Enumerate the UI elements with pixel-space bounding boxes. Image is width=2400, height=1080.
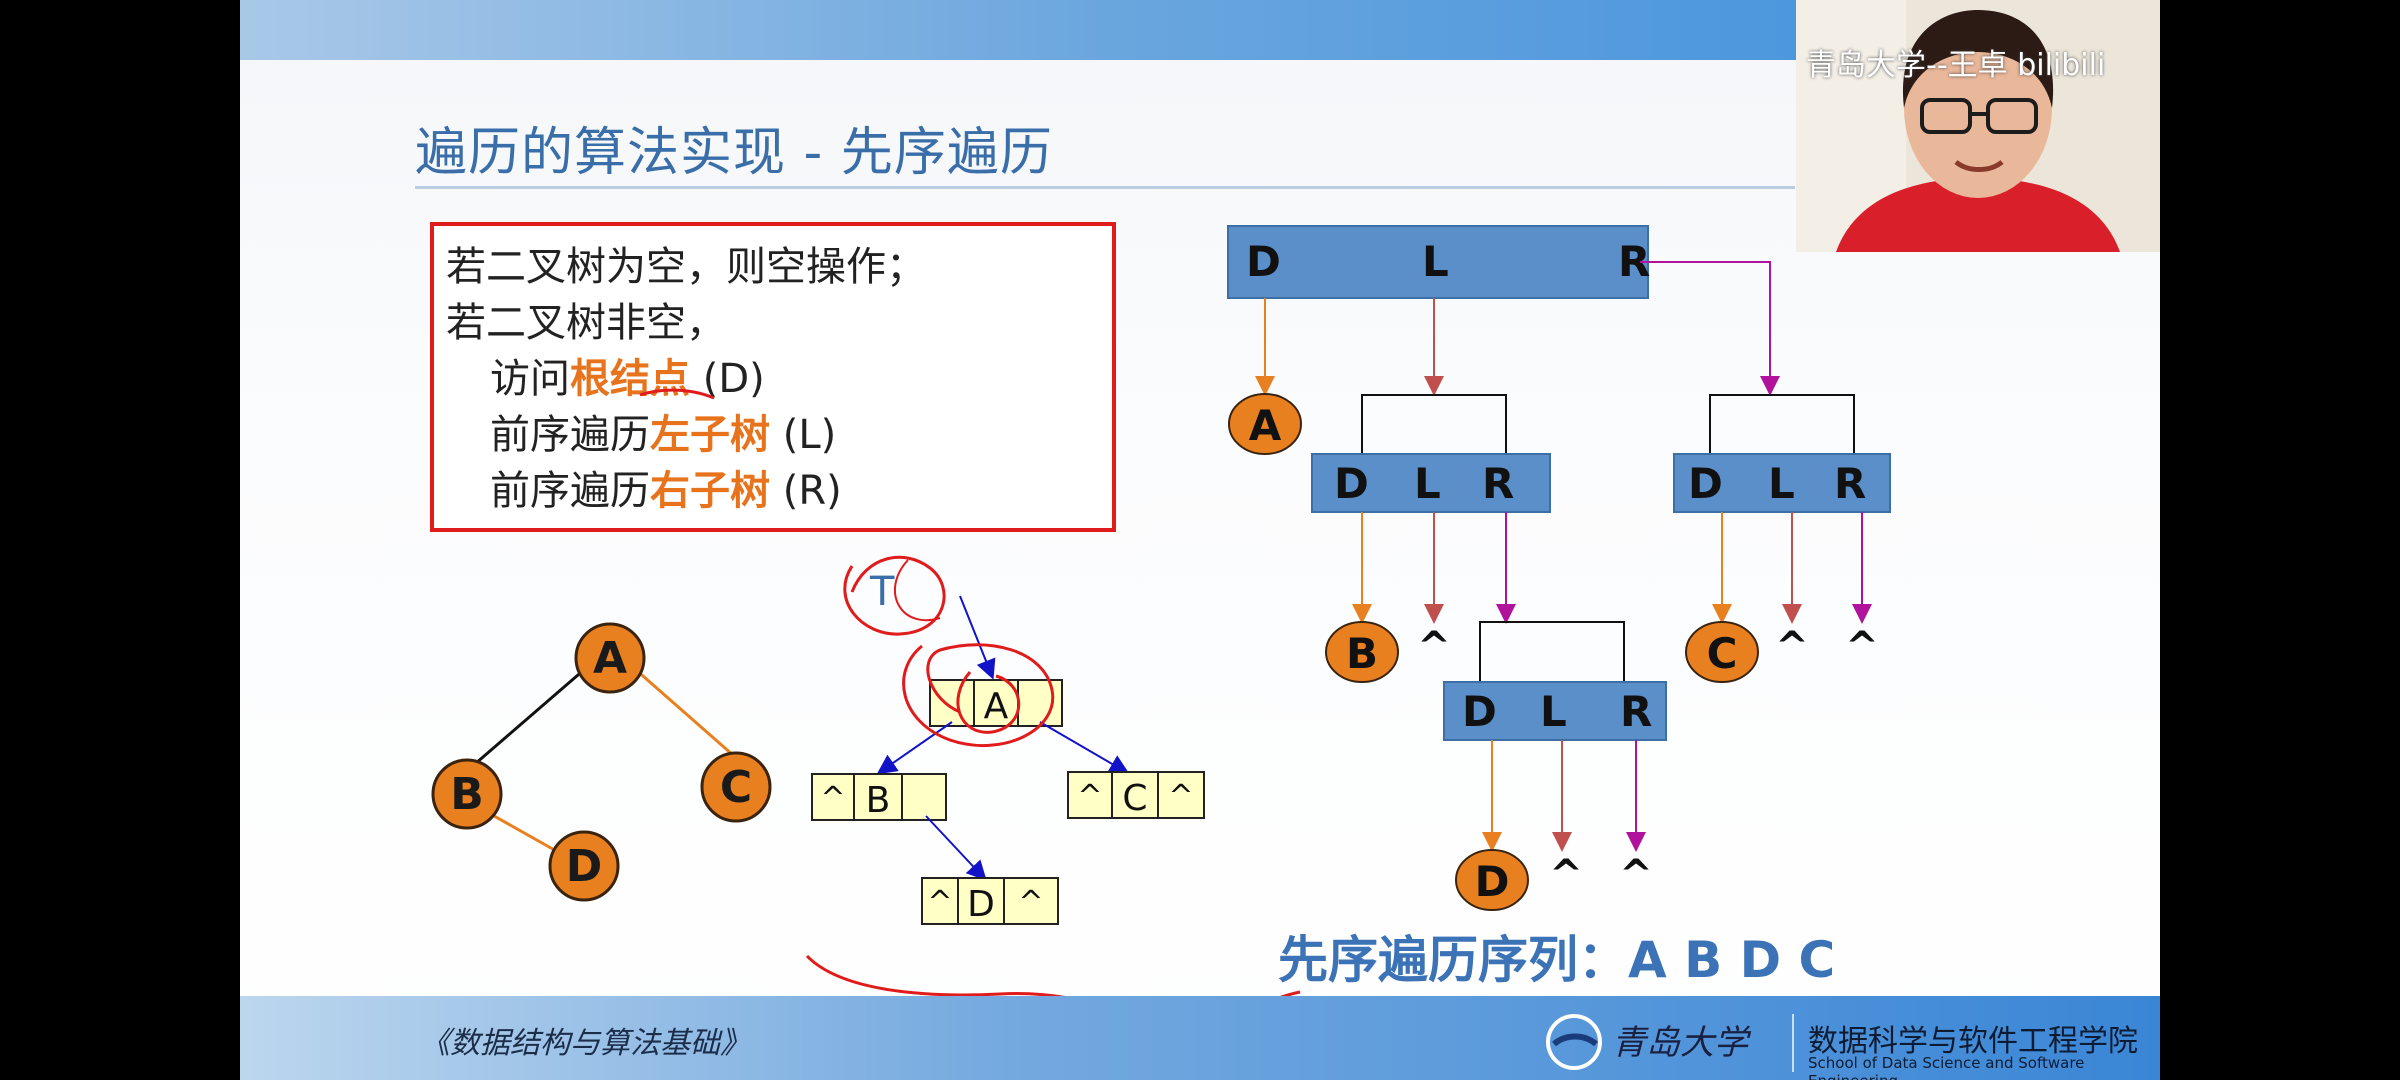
- algo-line-3: 访问根结点 (D): [490, 346, 765, 404]
- visit-a-label: A: [1249, 401, 1282, 450]
- bracket-left-subtree: [1361, 394, 1507, 454]
- linked-node-d-null-right: ^: [1018, 885, 1043, 920]
- tree-edge-a-c: [626, 660, 751, 772]
- algo-line-5-pre: 前序遍历: [490, 468, 650, 514]
- algo-line-3-post: (D): [690, 356, 765, 402]
- visit-node-d: D: [1455, 849, 1529, 911]
- binary-tree: A B C D: [431, 622, 772, 902]
- tree-node-c-label: C: [720, 762, 752, 813]
- linked-node-d-label: D: [967, 884, 995, 925]
- null-bright-r: ^: [1619, 852, 1653, 898]
- algo-line-4-post: (L): [770, 412, 837, 458]
- visit-b-label: B: [1346, 629, 1378, 678]
- preorder-sequence: 先序遍历序列：A B D C: [1278, 931, 1836, 989]
- null-bright-l: ^: [1549, 852, 1583, 898]
- linked-node-a: A: [929, 679, 1063, 727]
- dlr-box-left: D L R: [1311, 453, 1551, 513]
- tree-node-b: B: [431, 758, 503, 830]
- university-logo: 青岛大学: [1546, 1014, 1752, 1070]
- algo-line-4-pre: 前序遍历: [490, 412, 650, 458]
- algorithm-box: 若二叉树为空，则空操作； 若二叉树非空， 访问根结点 (D) 前序遍历左子树 (…: [430, 222, 1116, 532]
- tree-edge-a-b: [467, 660, 594, 772]
- linked-node-b: ^ B: [811, 773, 947, 821]
- visit-d-label: D: [1475, 857, 1510, 906]
- linked-node-c-null-left: ^: [1077, 779, 1102, 814]
- bright-d: D: [1462, 687, 1497, 736]
- watermark-author: 青岛大学--王卓: [1806, 48, 2008, 83]
- ink-circle-a: [902, 643, 1055, 748]
- slide-title: 遍历的算法实现 - 先序遍历: [415, 123, 1053, 183]
- root-d: D: [1246, 237, 1281, 286]
- linked-node-c: ^ C ^: [1067, 771, 1205, 819]
- video-watermark: 青岛大学--王卓 bilibili: [1806, 40, 2105, 84]
- right-d: D: [1688, 459, 1723, 508]
- visit-c-label: C: [1707, 629, 1738, 678]
- title-divider: [415, 186, 1795, 189]
- bilibili-logo: bilibili: [2017, 48, 2106, 83]
- null-right-r: ^: [1845, 624, 1879, 670]
- bright-r: R: [1620, 687, 1652, 736]
- tree-node-c: C: [700, 751, 772, 823]
- null-right-l: ^: [1775, 624, 1809, 670]
- recursion-diagram: D L R A D L R D L R: [1227, 225, 1891, 911]
- pointer-t-to-a: [959, 595, 996, 680]
- algo-line-5: 前序遍历右子树 (R): [490, 458, 842, 516]
- dlr-box-b-right: D L R: [1443, 681, 1667, 741]
- visit-node-b: B: [1325, 621, 1399, 683]
- tree-node-d-label: D: [566, 841, 603, 892]
- algo-line-2: 若二叉树非空，: [446, 300, 726, 346]
- school-name-cn: 数据科学与软件工程学院: [1808, 1024, 2138, 1059]
- algo-line-3-pre: 访问: [490, 356, 570, 402]
- tree-node-b-label: B: [450, 769, 484, 820]
- tree-node-d: D: [548, 830, 620, 902]
- linked-node-d-null-left: ^: [927, 885, 952, 920]
- ink-underline-root: [639, 388, 715, 400]
- left-r: R: [1482, 459, 1514, 508]
- bracket-b-right-subtree: [1479, 621, 1625, 682]
- arrow-root-r: [1640, 261, 1780, 396]
- pointer-b-to-d: [925, 815, 987, 881]
- ink-circle-t: [843, 555, 946, 636]
- left-d: D: [1334, 459, 1369, 508]
- webcam-overlay: [1796, 0, 2160, 252]
- tree-node-a-label: A: [593, 633, 627, 684]
- pointer-a-to-b: [876, 721, 953, 775]
- visit-node-c: C: [1685, 621, 1759, 683]
- linked-node-c-label: C: [1122, 778, 1147, 819]
- visit-node-a: A: [1228, 393, 1302, 455]
- bright-l: L: [1540, 687, 1567, 736]
- presenter-video: [1796, 0, 2160, 252]
- algo-right-subtree-highlight: 右子树: [650, 468, 770, 514]
- dlr-box-root: D L R: [1227, 225, 1650, 299]
- algo-line-1: 若二叉树为空，则空操作；: [446, 244, 926, 290]
- linked-node-b-null-left: ^: [820, 781, 845, 816]
- footer-divider: [1792, 1014, 1794, 1072]
- pointer-a-to-c: [1039, 721, 1130, 775]
- left-l: L: [1414, 459, 1441, 508]
- university-name: 青岛大学: [1612, 1023, 1752, 1063]
- slide-footer-band: [240, 996, 2160, 1080]
- root-pointer-t: T: [869, 569, 895, 615]
- linked-node-d: ^ D ^: [921, 877, 1059, 925]
- school-name-en: School of Data Science and Software Engi…: [1808, 1054, 2085, 1080]
- linked-node-a-label: A: [984, 686, 1009, 727]
- bracket-right-subtree: [1709, 394, 1855, 454]
- linked-structure: T A ^ B ^ C: [639, 388, 1301, 1025]
- tree-node-a: A: [574, 622, 646, 694]
- ink-scribble-t: [893, 559, 941, 621]
- right-l: L: [1768, 459, 1795, 508]
- algo-left-subtree-highlight: 左子树: [650, 412, 770, 458]
- right-r: R: [1834, 459, 1866, 508]
- algo-line-4: 前序遍历左子树 (L): [490, 402, 836, 460]
- ink-scribble-a: [956, 671, 1021, 734]
- root-l: L: [1422, 237, 1449, 286]
- linked-node-b-label: B: [866, 780, 891, 821]
- linked-node-c-null-right: ^: [1168, 779, 1193, 814]
- algo-root-node-highlight: 根结点: [570, 356, 690, 402]
- course-title: 《数据结构与算法基础》: [420, 1026, 750, 1061]
- dlr-box-right: D L R: [1673, 453, 1891, 513]
- null-left-l: ^: [1417, 624, 1451, 670]
- algo-line-5-post: (R): [770, 468, 842, 514]
